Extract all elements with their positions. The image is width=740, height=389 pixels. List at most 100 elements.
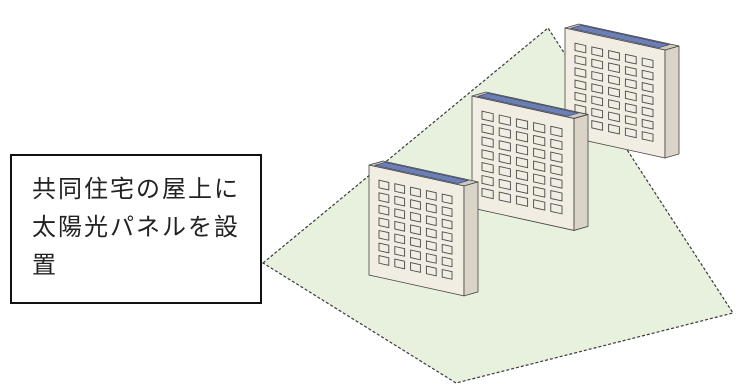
window: [533, 173, 546, 185]
window: [378, 217, 390, 229]
window: [608, 111, 620, 123]
window: [498, 127, 511, 139]
window: [641, 106, 654, 118]
window: [533, 186, 546, 198]
window: [591, 58, 604, 70]
window: [394, 183, 406, 195]
building-front: [471, 95, 575, 231]
window: [481, 174, 494, 187]
window: [591, 83, 604, 95]
window: [425, 202, 437, 214]
building-side: [664, 45, 680, 159]
window: [624, 90, 637, 102]
window: [441, 256, 453, 268]
window: [481, 187, 494, 200]
window: [533, 199, 546, 211]
window: [515, 118, 529, 130]
window: [481, 149, 494, 161]
window: [498, 178, 511, 191]
window: [394, 245, 406, 257]
window: [378, 242, 390, 254]
window: [641, 94, 654, 106]
window: [574, 54, 587, 66]
window: [441, 268, 453, 280]
window: [425, 215, 437, 227]
window: [441, 243, 453, 255]
window: [481, 136, 494, 148]
window: [533, 147, 546, 160]
window: [574, 79, 587, 91]
window: [394, 258, 406, 270]
window: [624, 102, 637, 114]
window: [441, 193, 453, 205]
apartment-building: [471, 91, 589, 231]
window: [410, 211, 421, 223]
window: [624, 53, 637, 65]
window: [608, 86, 620, 98]
window: [641, 57, 654, 69]
window: [394, 220, 406, 232]
window: [574, 67, 587, 79]
window: [591, 107, 604, 119]
window: [641, 82, 654, 93]
callout-box: 共同住宅の屋上に太陽光パネルを設置: [10, 154, 262, 304]
window: [410, 199, 421, 211]
window: [394, 195, 406, 207]
window: [425, 190, 437, 201]
callout-text: 共同住宅の屋上に太陽光パネルを設置: [32, 175, 240, 279]
apartment-building: [564, 23, 680, 159]
window: [515, 143, 529, 156]
window: [533, 160, 546, 173]
window: [481, 110, 494, 123]
window: [574, 42, 587, 54]
window: [481, 123, 494, 136]
window: [410, 262, 421, 273]
solar-panel-icon: [373, 162, 470, 184]
window: [515, 195, 529, 207]
window: [425, 265, 437, 277]
solar-panel-icon: [476, 93, 580, 117]
window: [624, 78, 637, 90]
window: [425, 252, 437, 264]
window: [498, 191, 511, 204]
window: [608, 74, 620, 86]
window: [550, 202, 563, 215]
window: [591, 70, 604, 82]
window: [515, 131, 529, 143]
window: [378, 192, 390, 204]
window: [498, 165, 511, 178]
window: [533, 134, 546, 147]
window: [515, 182, 529, 195]
window: [550, 125, 563, 138]
window: [608, 50, 620, 61]
window: [591, 95, 604, 107]
apartment-building: [368, 160, 479, 297]
window: [425, 227, 437, 239]
window: [641, 131, 654, 142]
window: [410, 186, 421, 198]
window: [394, 233, 406, 245]
window: [410, 224, 421, 236]
window: [378, 204, 390, 216]
window: [574, 91, 587, 103]
window: [608, 99, 620, 110]
window: [481, 162, 494, 174]
window: [410, 249, 421, 261]
window: [498, 153, 511, 165]
window: [441, 218, 453, 230]
window: [550, 151, 563, 164]
window: [608, 62, 620, 74]
window: [550, 190, 563, 202]
building-side: [463, 181, 479, 297]
window: [378, 255, 390, 266]
window: [425, 240, 437, 252]
window: [515, 169, 529, 182]
window: [378, 179, 390, 191]
window: [624, 115, 637, 126]
window: [378, 229, 390, 241]
window: [624, 127, 637, 139]
building-front: [368, 164, 465, 297]
window: [641, 69, 654, 81]
window: [550, 177, 563, 189]
